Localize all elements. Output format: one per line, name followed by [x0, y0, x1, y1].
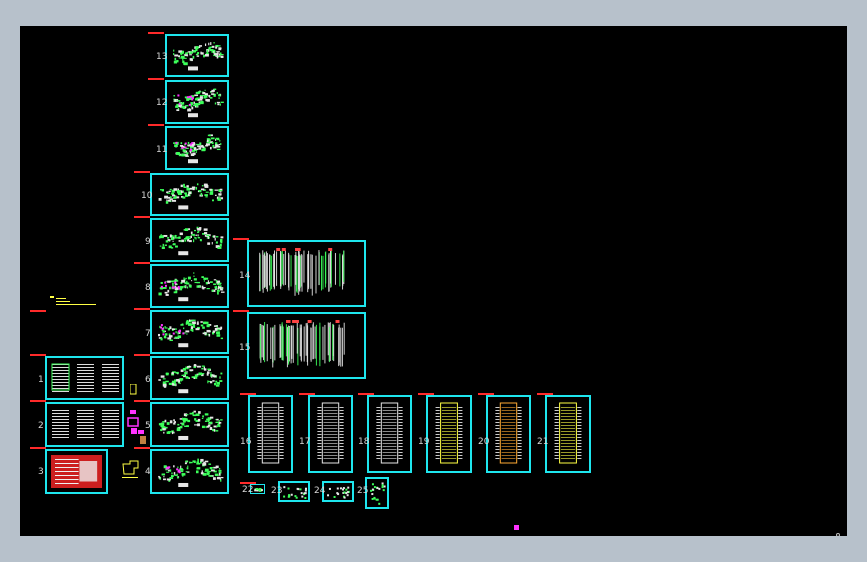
sheet-17[interactable] [308, 395, 353, 473]
sheet-12[interactable] [165, 80, 229, 124]
sheet-label-15: 15 [239, 343, 251, 353]
sheet-22[interactable] [250, 484, 265, 494]
title-tag [418, 393, 434, 395]
title-tag [134, 262, 150, 264]
title-tag [30, 400, 46, 402]
sheet-7[interactable] [150, 310, 229, 354]
sheet-label-14: 14 [239, 271, 251, 281]
sheet-label-2: 2 [38, 421, 44, 431]
title-tag [134, 171, 150, 173]
title-tag [240, 393, 256, 395]
sheet-label-19: 19 [418, 437, 430, 447]
title-tag [30, 447, 46, 449]
sheet-label-11: 11 [156, 145, 168, 155]
title-tag [134, 216, 150, 218]
title-tag [134, 354, 150, 356]
sheet-20[interactable] [486, 395, 531, 473]
title-tag [148, 124, 164, 126]
sheet-label-12: 12 [156, 98, 168, 108]
title-tag [240, 482, 256, 484]
sheet-3[interactable] [45, 449, 108, 494]
sheet-1[interactable] [45, 356, 124, 400]
title-tag [148, 32, 164, 34]
title-tag [134, 400, 150, 402]
sheet-15[interactable] [247, 312, 366, 379]
sheet-21[interactable] [545, 395, 591, 473]
sheet-label-18: 18 [358, 437, 370, 447]
sheet-label-6: 6 [145, 375, 151, 385]
sheet-label-23: 23 [271, 486, 283, 496]
sheet-label-13: 13 [156, 52, 168, 62]
sheet-18[interactable] [367, 395, 412, 473]
title-tag [478, 393, 494, 395]
sheet-4[interactable] [150, 449, 229, 494]
sheet-24[interactable] [322, 481, 354, 502]
sheet-label-3: 3 [38, 467, 44, 477]
title-tag [134, 308, 150, 310]
sheet-label-1: 1 [38, 375, 44, 385]
title-tag [233, 238, 249, 240]
sheet-19[interactable] [426, 395, 472, 473]
sheet-label-17: 17 [299, 437, 311, 447]
sheet-label-10: 10 [141, 191, 153, 201]
sheet-16[interactable] [248, 395, 293, 473]
title-tag [30, 354, 46, 356]
sheet-2[interactable] [45, 402, 124, 447]
sheet-label-21: 21 [537, 437, 549, 447]
sheet-11[interactable] [165, 126, 229, 170]
title-tag [30, 310, 46, 312]
site-outline [120, 458, 144, 480]
title-tag [134, 447, 150, 449]
sheet-label-4: 4 [145, 467, 151, 477]
sheet-label-5: 5 [145, 421, 151, 431]
sheet-23[interactable] [278, 481, 310, 502]
title-tag [148, 78, 164, 80]
sheet-9[interactable] [150, 218, 229, 262]
sheet-10[interactable] [150, 173, 229, 216]
sheet-label-16: 16 [240, 437, 252, 447]
sheet-label-7: 7 [145, 329, 151, 339]
ucs-icon [835, 523, 841, 536]
drawing-canvas[interactable]: 13 12 11 10 9 8 7 6 5 4 1 2 3 14 15 16 1… [20, 26, 847, 536]
sheet-13[interactable] [165, 34, 229, 77]
title-tag [358, 393, 374, 395]
sheet-5[interactable] [150, 402, 229, 447]
small-yellow-key [129, 381, 138, 395]
sheet-25[interactable] [365, 477, 389, 509]
key-plan [126, 404, 148, 448]
sheet-label-20: 20 [478, 437, 490, 447]
sheet-label-9: 9 [145, 237, 151, 247]
sheet-label-24: 24 [314, 486, 326, 496]
title-tag [299, 393, 315, 395]
origin-marker [513, 517, 521, 530]
sheet-6[interactable] [150, 356, 229, 400]
legend-note [50, 293, 96, 305]
sheet-label-22: 22 [242, 485, 254, 495]
title-tag [233, 310, 249, 312]
sheet-14[interactable] [247, 240, 366, 307]
sheet-8[interactable] [150, 264, 229, 308]
sheet-label-8: 8 [145, 283, 151, 293]
title-tag [537, 393, 553, 395]
sheet-label-25: 25 [357, 486, 369, 496]
